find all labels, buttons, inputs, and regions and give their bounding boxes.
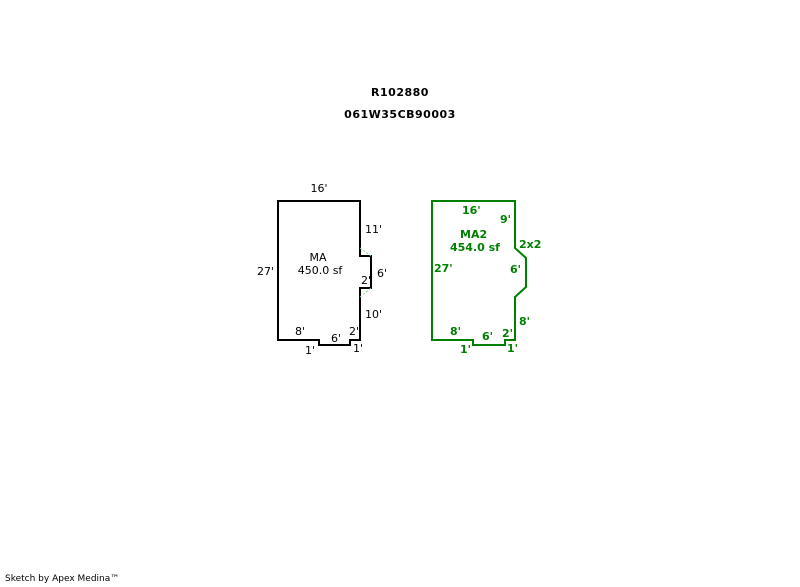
footer-credit: Sketch by Apex Medina™ bbox=[5, 574, 120, 584]
dim-bump-width: 6' bbox=[377, 267, 387, 280]
map-number: 061W35CB90003 bbox=[344, 108, 456, 121]
sketch-right: MA2 454.0 sf 16' 27' 9' 2x2 6' 8' 8' 6' … bbox=[431, 200, 541, 356]
dim-notch-right-top: 2' bbox=[349, 325, 359, 338]
dim-right-lower: 10' bbox=[365, 308, 382, 321]
dim-left: 27' bbox=[434, 262, 453, 275]
angle-guide bbox=[359, 247, 372, 257]
dim-bottom-left: 8' bbox=[295, 325, 305, 338]
dim-right-upper: 9' bbox=[500, 213, 511, 226]
dim-notch-bottom: 6' bbox=[482, 330, 493, 343]
dim-bottom-left: 8' bbox=[450, 325, 461, 338]
dim-top: 16' bbox=[462, 204, 481, 217]
dim-right-lower: 8' bbox=[519, 315, 530, 328]
dim-bump-depth: 2' bbox=[361, 274, 371, 287]
dim-notch-right-top: 2' bbox=[502, 327, 513, 340]
area-size: 450.0 sf bbox=[298, 264, 344, 277]
dim-right-upper: 11' bbox=[365, 223, 382, 236]
dim-left: 27' bbox=[257, 265, 274, 278]
parcel-id: R102880 bbox=[371, 86, 429, 99]
dim-bump-width: 6' bbox=[510, 263, 521, 276]
dim-top: 16' bbox=[310, 182, 327, 195]
dim-notch-right-side: 1' bbox=[353, 342, 363, 355]
area-name: MA2 bbox=[460, 228, 487, 241]
area-size: 454.0 sf bbox=[450, 241, 500, 254]
dim-notch-left-side: 1' bbox=[460, 343, 471, 356]
sketch-left: MA 450.0 sf 16' 27' 11' 6' 2' 10' 8' 6' … bbox=[257, 182, 387, 357]
area-outline-ma2 bbox=[431, 200, 527, 346]
area-outline-ma bbox=[277, 200, 372, 346]
dim-notch-right-side: 1' bbox=[507, 342, 518, 355]
area-name: MA bbox=[309, 251, 326, 264]
angle-guide bbox=[359, 287, 372, 298]
dim-notch-bottom: 6' bbox=[331, 332, 341, 345]
dim-bump-angle: 2x2 bbox=[519, 238, 541, 251]
dim-notch-left-side: 1' bbox=[305, 344, 315, 357]
